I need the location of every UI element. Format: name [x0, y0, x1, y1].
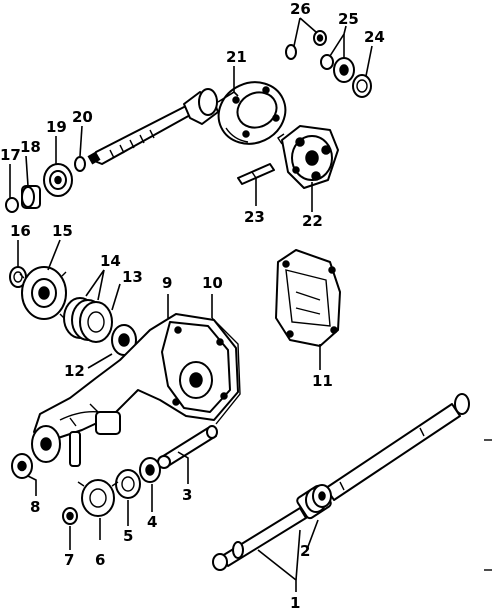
pinion-shaft-pin — [237, 163, 275, 185]
callout-25: 25 — [338, 10, 359, 28]
callout-1: 1 — [290, 594, 300, 612]
center-bearing — [312, 484, 332, 508]
callout-13: 13 — [122, 268, 143, 286]
rear-cover — [275, 249, 341, 347]
side-gear-washer — [285, 44, 297, 60]
callout-6: 6 — [95, 551, 105, 569]
axle-bearing — [139, 457, 161, 483]
callout-24: 24 — [364, 28, 385, 46]
axle-spacer — [115, 469, 141, 499]
carrier-gasket — [211, 317, 241, 425]
leader-lines — [9, 17, 373, 592]
side-bearing-ring — [352, 74, 372, 98]
shim-pack — [63, 297, 113, 343]
callout-26: 26 — [290, 0, 311, 18]
callout-16: 16 — [10, 222, 31, 240]
side-gear-small — [313, 30, 327, 46]
callout-3: 3 — [182, 486, 192, 504]
callout-22: 22 — [302, 212, 323, 230]
callout-18: 18 — [20, 138, 41, 156]
pinion-spacer — [74, 156, 86, 172]
pinion-collar — [21, 185, 41, 209]
callout-23: 23 — [244, 208, 265, 226]
callout-9: 9 — [162, 274, 172, 292]
callout-2: 2 — [300, 542, 310, 560]
ring-gear — [217, 81, 287, 145]
callout-labels: 1 2 3 4 5 6 7 8 9 10 11 12 13 14 15 16 1… — [0, 0, 385, 612]
pinion-nut — [5, 197, 19, 213]
side-retainer — [19, 266, 67, 320]
callout-7: 7 — [64, 551, 74, 569]
callout-14: 14 — [100, 252, 121, 270]
axle-nut — [62, 507, 78, 525]
callout-4: 4 — [147, 513, 157, 531]
callout-21: 21 — [226, 48, 247, 66]
callout-8: 8 — [30, 498, 40, 516]
propeller-shaft — [212, 393, 470, 571]
callout-11: 11 — [312, 372, 333, 390]
side-bearing — [111, 324, 137, 356]
callout-5: 5 — [123, 527, 133, 545]
differential-case — [277, 125, 339, 189]
drive-pinion-shaft — [87, 88, 219, 165]
callout-17: 17 — [0, 146, 21, 164]
callout-20: 20 — [72, 108, 93, 126]
side-gear-pair — [320, 54, 355, 83]
callout-19: 19 — [46, 118, 67, 136]
callout-15: 15 — [52, 222, 73, 240]
differential-carrier — [31, 313, 239, 467]
callout-12: 12 — [64, 362, 85, 380]
axle-retainer — [77, 479, 119, 517]
callout-10: 10 — [202, 274, 223, 292]
pinion-bearing — [43, 163, 73, 197]
axle-side-seal — [11, 453, 33, 479]
